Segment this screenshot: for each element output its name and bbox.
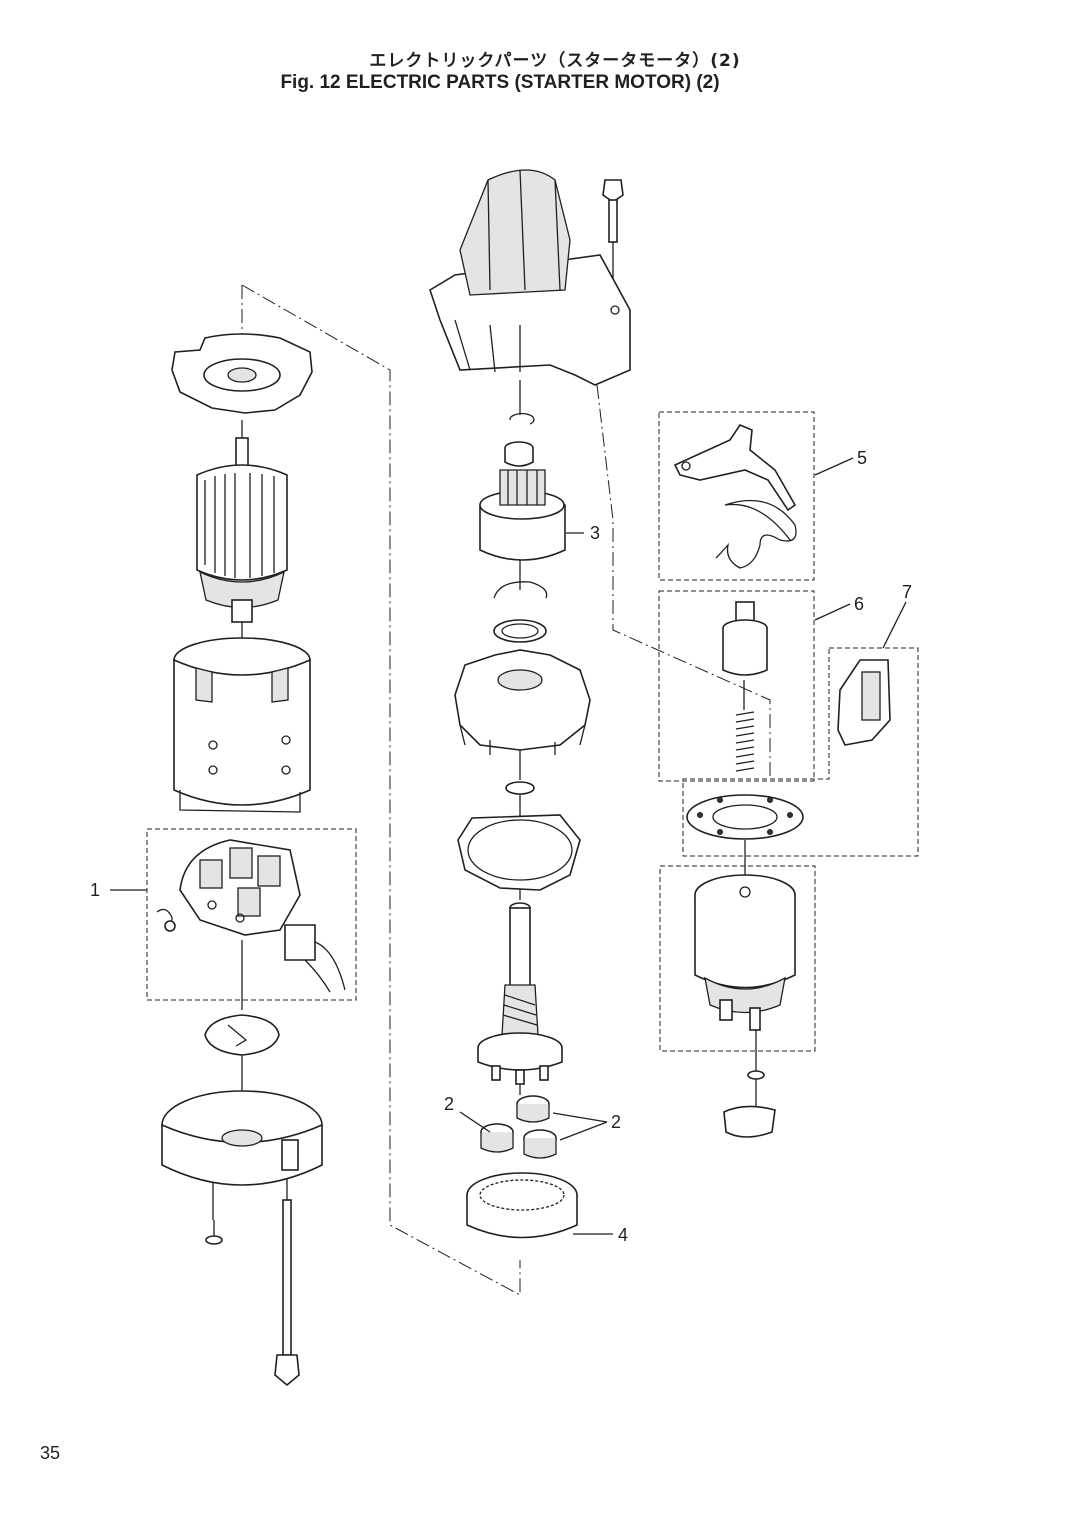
callout-7: 7 [902, 582, 912, 602]
pinion-stopper [504, 441, 534, 467]
magnetic-switch [659, 865, 816, 1052]
armature [196, 437, 288, 623]
front-housing [429, 169, 631, 386]
snap-ring [509, 412, 535, 425]
packing [457, 814, 581, 891]
callout-1: 1 [90, 880, 100, 900]
internal-gear [466, 1172, 578, 1239]
planetary-gear [516, 1095, 550, 1123]
end-plate [171, 333, 313, 414]
brush-holder-assembly [146, 828, 357, 1001]
leader-lines [110, 457, 907, 1235]
small-washer [505, 781, 535, 795]
callout-6: 6 [854, 594, 864, 614]
callout-3: 3 [590, 523, 600, 543]
rear-end-frame [161, 1090, 323, 1186]
washer [493, 619, 547, 643]
terminal-cap [723, 1105, 776, 1138]
lever-set [658, 411, 815, 581]
callout-4: 4 [618, 1225, 628, 1245]
callout-2: 2 [611, 1112, 621, 1132]
lock-plate [204, 1014, 280, 1056]
planetary-gear [523, 1129, 557, 1159]
screw [205, 1220, 223, 1245]
through-bolt [274, 1199, 300, 1387]
callout-5: 5 [857, 448, 867, 468]
housing-bolt [602, 179, 624, 243]
figure-title: Fig. 12 ELECTRIC PARTS (STARTER MOTOR) (… [280, 72, 720, 93]
pinion-shaft [477, 902, 563, 1085]
gasket-set [682, 647, 919, 857]
overrunning-clutch [479, 469, 566, 561]
page-number: 35 [40, 1443, 61, 1463]
plunger-set [658, 590, 815, 782]
center-bracket [454, 649, 591, 755]
callout-2: 2 [444, 1094, 454, 1114]
e-ring [493, 581, 548, 599]
terminal-nut [747, 1070, 765, 1080]
title-japanese: エレクトリックパーツ（スタータモータ）(2) [369, 51, 741, 71]
planetary-gear [480, 1123, 514, 1153]
yoke [173, 637, 311, 813]
